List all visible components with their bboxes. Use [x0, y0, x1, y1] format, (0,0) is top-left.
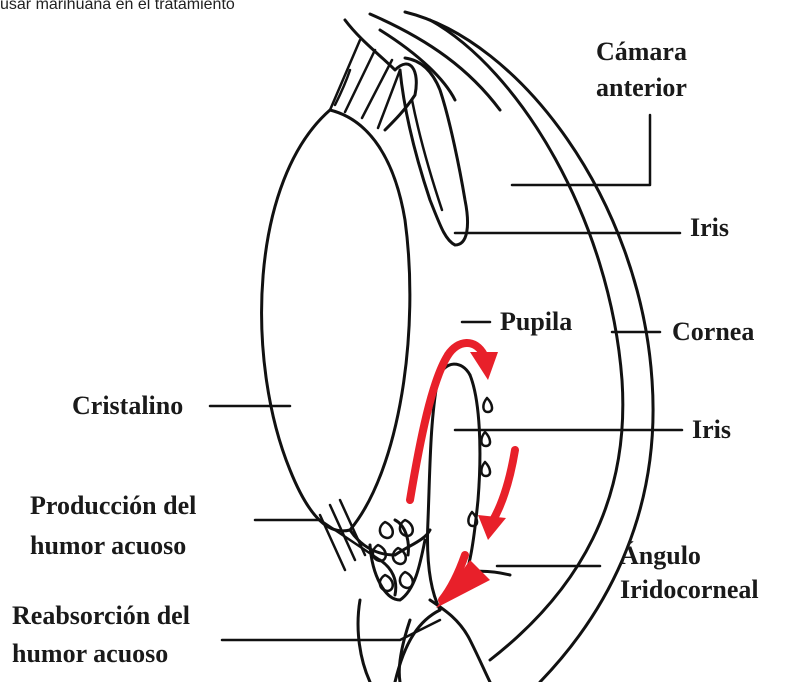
- flow-arrowhead-top: [470, 352, 498, 380]
- cornea-outer: [405, 12, 653, 682]
- leader-produccion: [255, 520, 380, 560]
- label-angulo-2: Iridocorneal: [620, 574, 759, 606]
- label-pupila: Pupila: [500, 306, 572, 338]
- label-reabsorcion-1: Reabsorción del: [12, 600, 190, 632]
- label-iris-top: Iris: [690, 212, 729, 244]
- label-produccion-2: humor acuoso: [30, 530, 186, 562]
- iris-upper: [400, 58, 468, 245]
- iris-droplet: [483, 398, 492, 412]
- label-produccion-1: Producción del: [30, 490, 196, 522]
- label-angulo-1: Ángulo: [620, 540, 701, 572]
- label-camara-anterior-2: anterior: [596, 72, 687, 104]
- iris-droplet: [481, 432, 490, 446]
- label-camara-anterior-1: Cámara: [596, 36, 687, 68]
- label-cornea: Cornea: [672, 316, 754, 348]
- ciliary-body-lower: [350, 520, 430, 600]
- aqueous-flow-arrows: [410, 343, 515, 608]
- leader-lines: [210, 115, 682, 640]
- label-iris-bottom: Iris: [692, 414, 731, 446]
- flow-arrow-down: [492, 450, 515, 522]
- flow-arrowhead-mid: [478, 515, 506, 540]
- label-cristalino: Cristalino: [72, 390, 183, 422]
- label-reabsorcion-2: humor acuoso: [12, 638, 168, 670]
- iris-droplet: [481, 462, 490, 476]
- lens: [262, 110, 410, 531]
- leader-camara: [512, 115, 650, 185]
